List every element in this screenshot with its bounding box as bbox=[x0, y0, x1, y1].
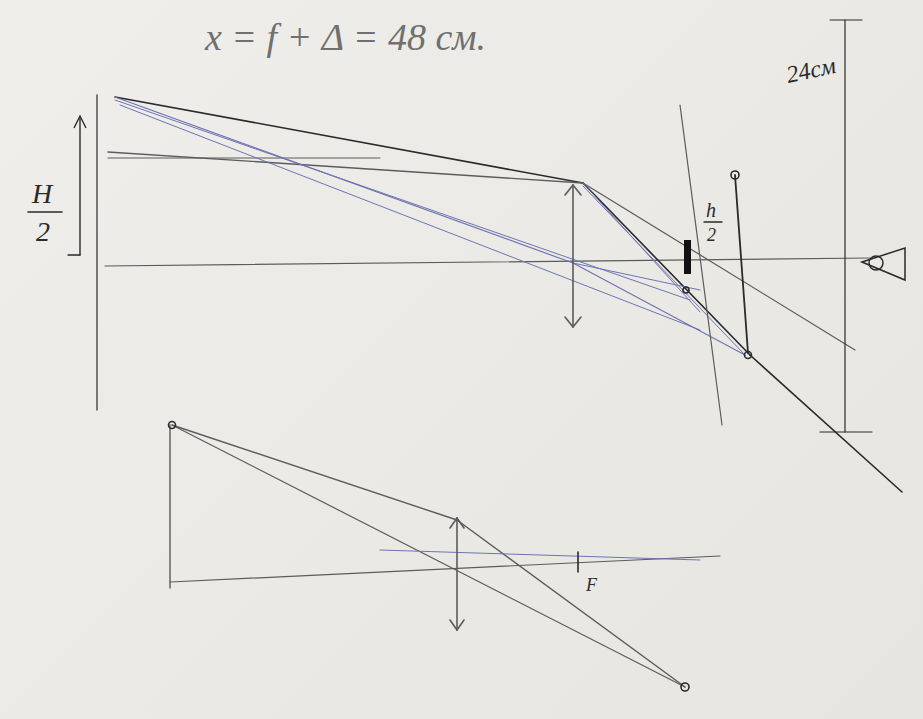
ray bbox=[750, 355, 902, 492]
height-bracket bbox=[79, 118, 80, 255]
object-point bbox=[169, 422, 176, 429]
ray bbox=[573, 263, 700, 290]
formula-text: x = f + Δ = 48 см. bbox=[205, 18, 486, 56]
image-point bbox=[681, 683, 689, 691]
bracket-arrowhead bbox=[74, 116, 86, 128]
ray bbox=[457, 520, 685, 687]
ray bbox=[172, 425, 685, 687]
dimension-tick bbox=[830, 19, 862, 20]
ray bbox=[115, 97, 583, 183]
ray bbox=[573, 263, 745, 355]
ray bbox=[108, 158, 380, 159]
lens-symbol bbox=[565, 185, 573, 195]
height-label: H bbox=[32, 180, 52, 208]
ray bbox=[380, 550, 700, 560]
fraction-bar bbox=[704, 221, 722, 222]
ray bbox=[583, 183, 750, 355]
focus-label: F bbox=[586, 576, 597, 594]
lens-symbol bbox=[457, 620, 464, 630]
lens-symbol bbox=[573, 317, 581, 327]
image-arrow bbox=[735, 175, 748, 353]
lens-symbol bbox=[450, 620, 457, 630]
focus-tick bbox=[577, 552, 579, 572]
height-bracket bbox=[68, 254, 80, 255]
lens-symbol bbox=[457, 518, 464, 528]
ray bbox=[583, 183, 855, 350]
optical-axis bbox=[170, 556, 720, 582]
lens-symbol bbox=[450, 518, 457, 528]
dimension-tick bbox=[820, 431, 872, 432]
dimension-label: 24см bbox=[784, 53, 838, 87]
eye-symbol bbox=[862, 248, 905, 280]
eye-symbol bbox=[869, 256, 883, 270]
ray bbox=[108, 152, 583, 183]
lens-symbol bbox=[573, 185, 581, 195]
optical-axis bbox=[105, 258, 870, 266]
lens-symbol bbox=[456, 518, 458, 630]
ray bbox=[172, 425, 457, 520]
lens-symbol bbox=[572, 185, 574, 327]
height-label: 2 bbox=[707, 226, 716, 244]
dimension-line bbox=[844, 20, 845, 432]
fraction-bar bbox=[28, 211, 62, 213]
lens-symbol bbox=[565, 317, 573, 327]
height-label: h bbox=[706, 200, 716, 220]
height-label: 2 bbox=[36, 218, 50, 246]
ray-crossing bbox=[683, 287, 689, 293]
image-tip bbox=[731, 171, 739, 179]
object-line bbox=[169, 425, 170, 588]
object-plane bbox=[96, 95, 98, 410]
image-point bbox=[745, 352, 752, 359]
screen-line bbox=[680, 105, 722, 425]
screen-mark bbox=[684, 240, 691, 274]
